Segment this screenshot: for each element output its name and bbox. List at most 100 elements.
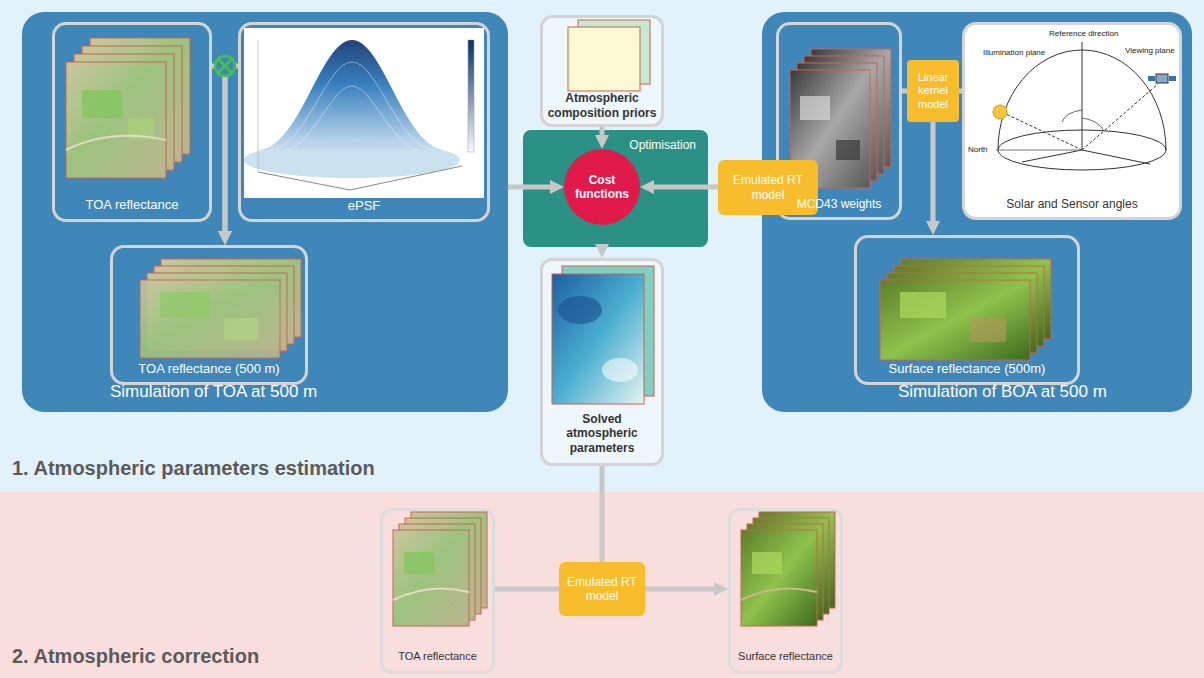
image-box: Surface reflectance (500m) — [854, 235, 1080, 385]
surface-image-stack — [741, 530, 817, 626]
convolution-operator — [218, 59, 232, 73]
surface-500-image-stack — [880, 259, 1051, 360]
mcd43-image-stack — [804, 56, 884, 174]
angle-geometry-figure — [1062, 110, 1082, 122]
angle-geometry-figure — [1022, 150, 1082, 162]
mcd43-image-stack — [790, 49, 891, 188]
toa-500-image-stack — [154, 266, 294, 344]
surface-500-image-stack — [894, 266, 1044, 346]
surface-image-stack — [741, 512, 835, 626]
toa-500-image-stack — [147, 273, 287, 351]
stage-band-label: 2. Atmospheric correction — [12, 644, 259, 668]
model-box-label: Emulated RT model — [562, 575, 642, 604]
solved-image-stack — [552, 266, 654, 404]
mcd43-image-stack — [811, 49, 891, 167]
geometry-label: Illumination plane — [982, 48, 1046, 57]
image-box: TOA reflectance (500 m) — [110, 245, 308, 385]
mcd43-image-stack — [836, 140, 860, 160]
epsf-plot — [270, 62, 434, 150]
mcd43-image-stack — [797, 63, 877, 181]
toa-500-image-stack — [161, 259, 301, 337]
connector-arrow — [931, 122, 936, 227]
angle-geometry-figure — [1082, 118, 1104, 131]
connector-arrow — [495, 587, 559, 592]
image-box-label: TOA reflectance — [86, 197, 179, 213]
connector-arrow — [600, 466, 605, 562]
surface-500-image-stack — [900, 292, 946, 318]
toa-image-stack — [66, 136, 166, 150]
angle-geometry-figure — [1156, 74, 1168, 83]
toa-image-stack — [411, 512, 487, 608]
epsf-plot — [258, 172, 350, 190]
surface-500-image-stack — [887, 273, 1037, 353]
toa-image-stack — [404, 552, 434, 574]
toa-image-stack — [82, 46, 182, 162]
image-box-label: Atmospheric composition priors — [546, 91, 658, 120]
stage-band-label: 1. Atmospheric parameters estimation — [12, 456, 375, 480]
image-box-label: TOA reflectance (500 m) — [138, 361, 279, 377]
image-box: Surface reflectance — [728, 508, 843, 674]
convolution-operator — [215, 56, 235, 76]
angle-geometry-figure — [1082, 150, 1150, 164]
surface-image-stack — [752, 552, 782, 574]
epsf-plot — [244, 142, 460, 178]
image-box: TOA reflectance — [380, 508, 495, 674]
image-box: TOA reflectance — [52, 22, 212, 222]
toa-500-image-stack — [160, 292, 210, 318]
epsf-plot — [468, 40, 474, 152]
toa-image-stack — [128, 118, 154, 140]
cost-circle: Cost functions — [564, 149, 640, 225]
convolution-operator — [218, 59, 232, 73]
epsf-plot — [244, 28, 484, 198]
mcd43-image-stack — [790, 70, 870, 188]
process-panel-label: Simulation of BOA at 500 m — [898, 382, 1107, 402]
image-box: Atmospheric composition priors — [540, 15, 664, 127]
image-box-label: Surface reflectance (500m) — [889, 361, 1046, 377]
image-box: Solved atmospheric parameters — [540, 258, 664, 466]
toa-image-stack — [399, 524, 475, 620]
mcd43-image-stack — [800, 96, 830, 120]
cost-circle-label: Cost functions — [566, 173, 638, 202]
angle-geometry-figure — [993, 105, 1007, 119]
toa-500-image-stack — [140, 259, 301, 358]
toa-image-stack — [74, 54, 174, 170]
epsf-plot — [350, 166, 462, 190]
angle-geometry-figure — [1006, 114, 1082, 150]
image-box-label: Solved atmospheric parameters — [546, 412, 658, 455]
angle-geometry-figure — [998, 130, 1166, 170]
priors-image-stack — [578, 20, 650, 84]
surface-500-image-stack — [901, 259, 1051, 339]
image-box-label: Surface reflectance — [738, 650, 833, 663]
connector-arrow — [600, 127, 605, 141]
geometry-box-label: Solar and Sensor angles — [1006, 197, 1137, 211]
angle-geometry-figure — [998, 50, 1166, 150]
angle-geometry-figure — [996, 150, 1082, 151]
epsf-plot — [258, 40, 259, 172]
angle-geometry-figure — [1082, 84, 1158, 150]
priors-image-stack — [568, 27, 640, 91]
geometry-label: Reference direction — [1048, 29, 1119, 38]
process-panel: Simulation of BOA at 500 mMCD43 weightsL… — [762, 12, 1192, 412]
connector-arrow — [959, 89, 962, 94]
surface-image-stack — [741, 588, 817, 600]
surface-image-stack — [759, 512, 835, 608]
stage-band: 1. Atmospheric parameters estimation Simu… — [0, 0, 1204, 492]
epsf-plot — [244, 28, 484, 198]
angle-geometry-figure — [1169, 76, 1176, 81]
geometry-label: Viewing plane — [1124, 46, 1176, 55]
solved-image-stack — [558, 296, 602, 324]
surface-500-image-stack — [880, 280, 1030, 360]
optimisation-box-label: Optimisation — [629, 138, 696, 152]
geometry-label: North — [967, 145, 989, 154]
toa-image-stack — [90, 38, 190, 154]
toa-image-stack — [405, 518, 481, 614]
connector-arrow — [600, 247, 605, 250]
surface-image-stack — [753, 518, 829, 614]
model-box: Emulated RT model — [559, 562, 645, 616]
angle-geometry-figure — [1082, 42, 1083, 150]
connector-arrow — [225, 66, 238, 237]
toa-image-stack — [393, 530, 469, 626]
connector-arrow — [902, 89, 907, 94]
